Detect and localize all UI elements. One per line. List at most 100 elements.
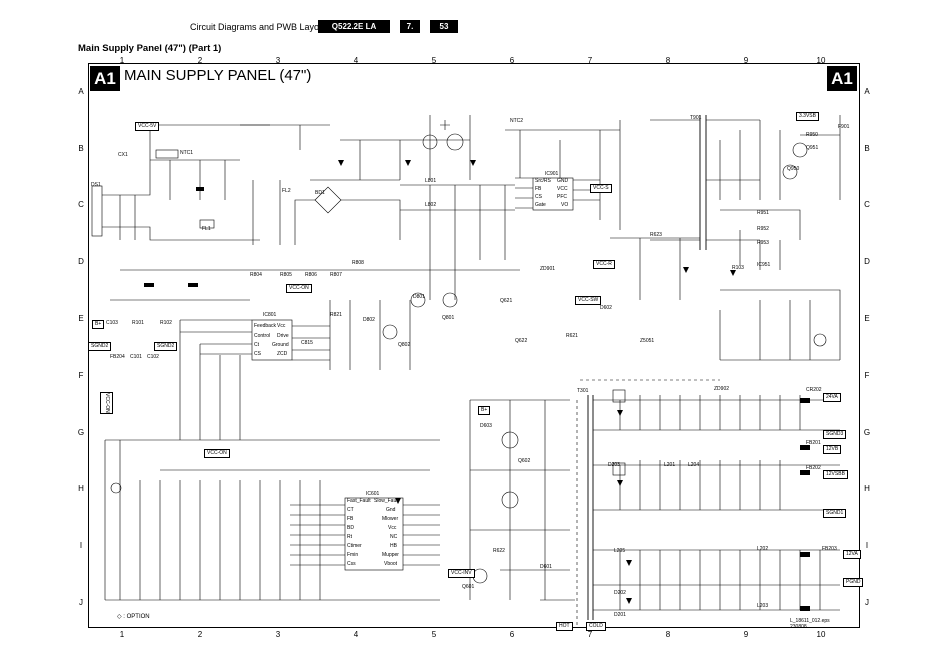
ic601-pin: CT [347, 507, 354, 513]
net-label-sgnd1: SGND1 [823, 509, 847, 518]
ic601-body [344, 497, 404, 571]
component-label: R953 [757, 240, 769, 246]
ic901-pin: FB [535, 186, 542, 192]
component-label: FB201 [806, 440, 821, 446]
component-label: Z5051 [640, 338, 655, 344]
document-title: Circuit Diagrams and PWB Layouts [190, 22, 332, 32]
column-number: 8 [665, 630, 671, 639]
column-number: 8 [665, 56, 671, 65]
component-label: NTC1 [180, 150, 194, 156]
transformer-t301 [587, 395, 594, 620]
row-letter: B [78, 144, 84, 153]
net-label-cold: COLD [586, 622, 606, 631]
component-label: C101 [130, 354, 142, 360]
component-label: L801 [425, 178, 437, 184]
ic801-pin: Vcc [277, 323, 286, 329]
component-label: FL1 [202, 226, 211, 232]
row-letter: E [864, 314, 870, 323]
ic801-pin: CS [254, 351, 261, 357]
ic901-body [532, 177, 574, 211]
component-label: R821 [330, 312, 342, 318]
ic601-pin: Ctimer [347, 543, 362, 549]
component-label: ZD902 [714, 386, 730, 392]
component-label: Q951 [806, 145, 819, 151]
net-label-vcc-s: VCC-S [590, 184, 612, 193]
component-label: C815 [301, 340, 313, 346]
component-label: ZD901 [540, 266, 556, 272]
ic601-pin: Vcc [388, 525, 397, 531]
ic801-pin: Drive [277, 333, 289, 339]
component-label: L802 [425, 202, 437, 208]
row-letter: A [78, 87, 84, 96]
column-number: 3 [275, 56, 281, 65]
ic901-pin: VCC [557, 186, 568, 192]
ic801-label: IC801 [263, 312, 277, 318]
component-label: C103 [106, 320, 118, 326]
row-letter: F [864, 371, 870, 380]
row-letter: I [865, 541, 869, 550]
net-label-12va: 12VA [843, 550, 861, 559]
ic601-pin: Slow_Fault [374, 498, 399, 504]
ic901-label: IC901 [545, 171, 559, 177]
ic601-pin: BD [347, 525, 354, 531]
component-label: CX1 [118, 152, 128, 158]
component-label: T301 [577, 388, 589, 394]
ic901-pin: Src/RS [535, 178, 551, 184]
drawing-date: 230808 [790, 624, 807, 630]
ic901-pin: Gate [535, 202, 546, 208]
ic601-pin: Fmin [347, 552, 359, 558]
component-label: R103 [732, 265, 744, 271]
component-label: FB204 [110, 354, 125, 360]
net-label-vcc-sw: VCC-SW [575, 296, 602, 305]
mains-connector [91, 185, 103, 237]
component-label: FB202 [806, 465, 821, 471]
component-label: D802 [363, 317, 375, 323]
chapter-badge: 7. [400, 20, 420, 33]
component-label: D602 [600, 305, 612, 311]
row-letter: H [78, 484, 84, 493]
net-label-vcc-r: VCC-R [593, 260, 615, 269]
column-number: 2 [197, 56, 203, 65]
column-number: 9 [743, 56, 749, 65]
component-label: L201 [664, 462, 676, 468]
component-label: R622 [493, 548, 505, 554]
row-letter: C [78, 200, 84, 209]
component-label: BD1 [315, 190, 325, 196]
pfc-mosfet [446, 133, 464, 151]
row-letter: H [864, 484, 870, 493]
column-number: 3 [275, 630, 281, 639]
row-letter: J [865, 598, 869, 607]
common-mode-choke [155, 149, 179, 159]
component-label: CR202 [806, 387, 822, 393]
ic601-pin: Fast_Fault [347, 498, 371, 504]
column-number: 9 [743, 630, 749, 639]
component-label: Q602 [518, 458, 531, 464]
component-label: L204 [688, 462, 700, 468]
net-label-vcc-inv: VCC-INV [448, 569, 475, 578]
component-label: R804 [250, 272, 262, 278]
ic601-label: IC601 [366, 491, 380, 497]
column-number: 2 [197, 630, 203, 639]
component-label: D603 [480, 423, 492, 429]
component-label: R623 [650, 232, 662, 238]
component-label: C102 [147, 354, 159, 360]
row-letter: C [864, 200, 870, 209]
column-number: 1 [119, 630, 125, 639]
net-label-3v3-sb: 3.3VSB [796, 112, 819, 121]
net-label-sgnd-left: SGND2 [88, 342, 112, 351]
column-number: 10 [816, 56, 826, 65]
page-number-badge: 53 [430, 20, 458, 33]
component-label: R951 [757, 210, 769, 216]
model-badge: Q522.2E LA [318, 20, 390, 33]
component-label: R805 [280, 272, 292, 278]
component-label: R808 [352, 260, 364, 266]
ic901-pin: CS [535, 194, 542, 200]
option-note: ◇ : OPTION [117, 614, 150, 620]
ic801-body [251, 319, 293, 361]
ic601-pin: Mlower [382, 516, 399, 522]
transformer-t901 [699, 115, 707, 250]
column-number: 5 [431, 56, 437, 65]
component-label: IC951 [757, 262, 771, 268]
component-label: R807 [330, 272, 342, 278]
